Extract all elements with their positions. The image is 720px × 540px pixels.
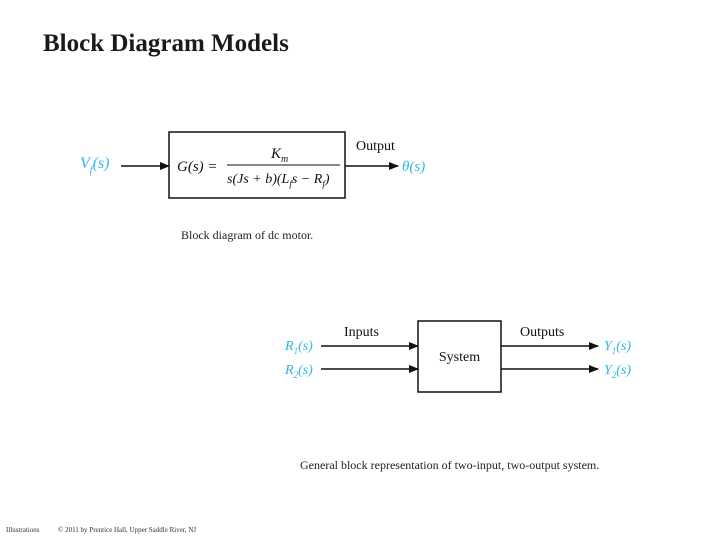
system-block-label: System — [439, 350, 480, 365]
motor-output-label: θ(s) — [402, 159, 425, 175]
footer-left-label: Illustrations — [6, 526, 40, 534]
system-output-label-2: Y2(s) — [604, 363, 631, 380]
transfer-function-denominator: s(Js + b)(Lfs − Rf) — [227, 172, 330, 189]
inputs-header: Inputs — [344, 325, 379, 340]
transfer-function-numerator: Km — [270, 146, 288, 165]
system-diagram-caption: General block representation of two-inpu… — [300, 458, 600, 472]
motor-diagram-caption: Block diagram of dc motor. — [181, 228, 314, 242]
system-block — [417, 320, 502, 393]
system-input-label-1: R1(s) — [284, 339, 313, 356]
footer-copyright: © 2011 by Prentice Hall, Upper Saddle Ri… — [58, 526, 197, 534]
motor-block-diagram: Vf(s) G(s) = Km s(Js + b)(Lfs − Rf) Outp… — [80, 131, 425, 199]
system-input-label-2: R2(s) — [284, 363, 313, 380]
system-block-diagram: Inputs Outputs R1(s) R2(s) System Y1(s) … — [284, 320, 631, 393]
slide-title: Block Diagram Models — [43, 30, 289, 57]
motor-output-header: Output — [356, 139, 395, 154]
system-output-label-1: Y1(s) — [604, 339, 631, 356]
transfer-function-lhs: G(s) = — [177, 159, 218, 175]
outputs-header: Outputs — [520, 325, 564, 340]
motor-input-label: Vf(s) — [80, 155, 109, 176]
